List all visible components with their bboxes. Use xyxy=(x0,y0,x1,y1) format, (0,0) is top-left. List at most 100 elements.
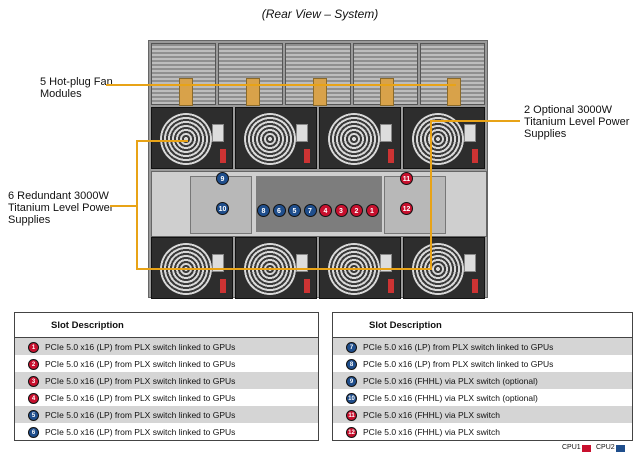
slot-marker: 6 xyxy=(272,204,286,217)
slot-description: PCIe 5.0 x16 (FHHL) via PLX switch (opti… xyxy=(363,372,633,389)
redundant-psu-callout-bottom xyxy=(136,268,432,270)
psu-fan-icon xyxy=(160,113,212,165)
slot-number-badge: 4 xyxy=(28,392,39,404)
slot-number-badge: 1 xyxy=(28,341,39,353)
figure-caption: (Rear View – System) xyxy=(261,7,379,21)
slot-marker: 12 xyxy=(400,202,413,215)
slot-description: PCIe 5.0 x16 (FHHL) via PLX switch (opti… xyxy=(363,392,538,403)
io-expansion-panel xyxy=(151,171,487,237)
psu-release-tab[interactable] xyxy=(304,149,310,163)
power-inlet xyxy=(464,254,476,272)
slot-number-badge: 5 xyxy=(28,409,39,421)
slot-row: 8 PCIe 5.0 x16 (LP) from PLX switch linke… xyxy=(333,355,633,372)
slot-marker: 9 xyxy=(216,172,229,185)
psu-release-tab[interactable] xyxy=(388,149,394,163)
slot-description: PCIe 5.0 x16 (LP) from PLX switch linked… xyxy=(363,337,633,355)
slot-number-badge: 8 xyxy=(346,358,357,370)
slot-number-cell: 10 xyxy=(333,389,364,406)
fan-module[interactable] xyxy=(151,43,217,106)
slot-number-cell: 7 xyxy=(332,337,363,355)
fan-label-line-1: 5 Hot-plug Fan xyxy=(40,76,113,88)
slot-description: PCIe 5.0 x16 (LP) from PLX switch linked… xyxy=(45,358,236,369)
low-profile-slot-bay xyxy=(256,176,382,232)
optional-psu-line-1: 2 Optional 3000W xyxy=(524,104,613,116)
power-inlet xyxy=(380,124,392,142)
redundant-psu-line-3: Supplies xyxy=(8,214,51,226)
slot-marker: 1 xyxy=(365,204,379,217)
psu-release-tab[interactable] xyxy=(472,149,478,163)
slot-number-badge: 3 xyxy=(28,375,39,387)
slot-number-cell: 9 xyxy=(332,372,363,389)
optional-psu-line-3: Supplies xyxy=(524,128,567,140)
slot-description: PCIe 5.0 x16 (LP) from PLX switch linked… xyxy=(45,392,236,403)
fhhl-bay-right xyxy=(384,176,446,234)
psu-fan-icon xyxy=(244,113,296,165)
slot-marker: 5 xyxy=(288,204,301,217)
power-inlet xyxy=(296,124,308,142)
power-supply-optional[interactable] xyxy=(403,237,485,299)
slot-description: PCIe 5.0 x16 (LP) from PLX switch linked… xyxy=(45,372,319,389)
slot-marker: 7 xyxy=(303,204,317,217)
fan-handle[interactable] xyxy=(447,78,462,106)
slot-row: 1 PCIe 5.0 x16 (LP) from PLX switch linke… xyxy=(14,337,319,355)
power-inlet xyxy=(212,254,224,272)
power-inlet xyxy=(212,124,224,142)
power-supply[interactable] xyxy=(319,107,401,169)
slot-number-cell: 1 xyxy=(14,337,45,355)
slot-marker: 4 xyxy=(319,204,332,217)
power-supply[interactable] xyxy=(151,107,233,169)
fan-handle[interactable] xyxy=(245,78,260,106)
legend-cpu2-swatch xyxy=(616,445,625,452)
optional-psu-label: 2 Optional 3000W Titanium Level Power Su… xyxy=(524,104,629,140)
slot-description: PCIe 5.0 x16 (FHHL) via PLX switch xyxy=(363,426,500,437)
power-inlet xyxy=(464,124,476,142)
fan-callout-line xyxy=(106,84,456,86)
slot-marker: 3 xyxy=(334,204,348,217)
fan-module[interactable] xyxy=(352,43,418,106)
psu-release-tab[interactable] xyxy=(220,279,226,293)
fan-modules-label: 5 Hot-plug Fan Modules xyxy=(40,76,113,100)
slot-description: PCIe 5.0 x16 (LP) from PLX switch linked… xyxy=(45,337,319,355)
slot-row: 12 PCIe 5.0 x16 (FHHL) via PLX switch xyxy=(333,423,633,441)
fan-handle[interactable] xyxy=(178,78,193,106)
fan-handle[interactable] xyxy=(380,78,395,106)
slot-description: PCIe 5.0 x16 (LP) from PLX switch linked… xyxy=(45,406,319,423)
slot-number-badge: 10 xyxy=(346,392,357,404)
slot-marker: 2 xyxy=(350,204,363,217)
slot-marker: 8 xyxy=(257,204,270,217)
slot-number-badge: 12 xyxy=(346,426,357,438)
power-inlet xyxy=(380,254,392,272)
slot-table-header: Slot Description xyxy=(332,312,633,338)
fan-handle[interactable] xyxy=(312,78,327,106)
optional-psu-callout-vertical xyxy=(430,120,432,270)
optional-psu-line-2: Titanium Level Power xyxy=(524,116,630,128)
power-supply[interactable] xyxy=(235,107,317,169)
slot-row: 5 PCIe 5.0 x16 (LP) from PLX switch linke… xyxy=(14,406,319,423)
psu-release-tab[interactable] xyxy=(220,149,226,163)
slot-number-badge: 6 xyxy=(28,426,39,438)
slot-number-cell: 4 xyxy=(15,389,46,406)
psu-release-tab[interactable] xyxy=(304,279,310,293)
slot-number-badge: 11 xyxy=(346,409,357,421)
slot-number-cell: 5 xyxy=(14,406,45,423)
fan-module[interactable] xyxy=(419,43,486,106)
redundant-psu-label: 6 Redundant 3000W Titanium Level Power S… xyxy=(8,190,113,226)
fan-module[interactable] xyxy=(218,43,284,106)
slot-description: PCIe 5.0 x16 (LP) from PLX switch linked… xyxy=(45,426,236,437)
power-supply-optional[interactable] xyxy=(403,107,485,169)
slot-number-cell: 2 xyxy=(15,355,46,372)
slot-table-header: Slot Description xyxy=(14,312,319,338)
slot-row: 10 PCIe 5.0 x16 (FHHL) via PLX switch (op… xyxy=(333,389,633,406)
fan-module[interactable] xyxy=(285,43,351,106)
fan-module-row xyxy=(151,43,486,106)
psu-release-tab[interactable] xyxy=(472,279,478,293)
slot-description: PCIe 5.0 x16 (LP) from PLX switch linked… xyxy=(363,358,554,369)
legend-cpu1-swatch xyxy=(582,445,591,452)
psu-release-tab[interactable] xyxy=(388,279,394,293)
slot-number-cell: 8 xyxy=(333,355,364,372)
